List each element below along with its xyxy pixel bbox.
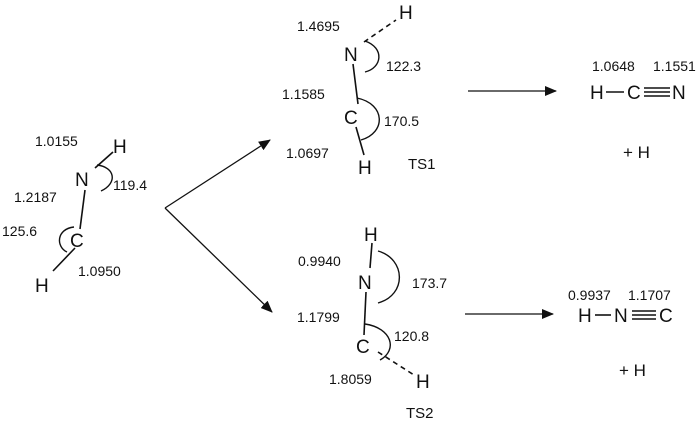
ts2-hnc-angle: 173.7	[412, 275, 447, 291]
reactant-h-top: H	[113, 137, 127, 158]
ts2-ncH-angle-arc	[364, 323, 391, 361]
reactant-hcn-angle: 125.6	[2, 223, 37, 239]
ts1-structure: H N C H 1.4695 122.3 1.1585 170.5 1.0697…	[282, 3, 436, 179]
ts2-h-dissociating: H	[416, 372, 430, 393]
reactant-c-atom: C	[70, 231, 84, 252]
ts1-c-atom: C	[344, 108, 358, 129]
reactant-hcn-angle-arc	[58, 226, 75, 253]
hcn-c-atom: C	[627, 83, 641, 104]
ts1-hnc-angle: 122.3	[386, 58, 421, 74]
reactant-cn-bond	[79, 189, 86, 230]
ts2-n-atom: N	[358, 273, 372, 294]
hcn-plus-h: + H	[623, 143, 650, 162]
ts1-hnc-angle-arc	[364, 40, 380, 73]
ts1-n-atom: N	[344, 45, 358, 66]
product-hcn: 1.0648 1.1551 H C N + H	[590, 58, 696, 162]
arrow-to-ts1	[164, 139, 271, 209]
ts1-nh-distance: 1.4695	[297, 18, 340, 34]
ts1-hcn-angle: 170.5	[384, 113, 419, 129]
reactant-molecule: H N C H 1.0155 1.2187 119.4 125.6 1.0950	[2, 133, 147, 297]
hnc-n-atom: N	[614, 306, 628, 327]
arrow-to-ts2	[164, 207, 273, 313]
ts2-cn-bond	[363, 291, 367, 336]
hcn-cn-bond-length: 1.1551	[653, 58, 696, 74]
reactant-ch-bond	[52, 247, 76, 272]
ts2-structure: H N C H 0.9940 173.7 1.1799 120.8 1.8059…	[297, 225, 447, 421]
reactant-ch-bond-length: 1.0950	[78, 263, 121, 279]
hnc-hn-bond-length: 0.9937	[568, 287, 611, 303]
reactant-h-bottom: H	[35, 276, 49, 297]
ts2-ncH-angle: 120.8	[394, 328, 429, 344]
ts2-cn-bond-length: 1.1799	[297, 309, 340, 325]
ts1-h-dissociating: H	[399, 3, 413, 24]
hcn-n-atom: N	[672, 83, 686, 104]
ts1-label: TS1	[408, 156, 436, 173]
hnc-nc-bond-length: 1.1707	[628, 287, 671, 303]
ts1-hcn-angle-arc	[356, 97, 380, 141]
reactant-cn-bond-length: 1.2187	[14, 189, 57, 205]
ts1-ch-bond	[355, 126, 365, 156]
ts1-cn-bond-length: 1.1585	[282, 86, 325, 102]
hnc-h-atom: H	[578, 306, 592, 327]
reactant-hnc-angle-arc	[96, 164, 113, 192]
hnc-plus-h: + H	[619, 361, 646, 380]
ts2-ch-dashed-bond	[377, 351, 415, 376]
ts1-nh-dashed-bond	[363, 19, 397, 43]
ts2-ch-distance: 1.8059	[329, 371, 372, 387]
ts2-h-on-n: H	[364, 225, 378, 246]
ts1-ch-bond-length: 1.0697	[286, 145, 329, 161]
hcn-ch-bond-length: 1.0648	[592, 58, 635, 74]
ts1-h-on-c: H	[358, 158, 372, 179]
ts2-label: TS2	[406, 405, 434, 421]
ts2-hnc-angle-arc	[377, 250, 401, 304]
ts2-nh-bond	[369, 242, 373, 269]
reactant-n-atom: N	[75, 170, 89, 191]
reactant-hnc-angle: 119.4	[113, 177, 147, 193]
ts2-nh-bond-length: 0.9940	[298, 253, 341, 269]
product-hnc: 0.9937 1.1707 H N C + H	[568, 287, 673, 380]
hnc-c-atom: C	[659, 306, 673, 327]
hcn-h-atom: H	[590, 83, 604, 104]
ts2-c-atom: C	[356, 337, 370, 358]
reactant-nh-bond-length: 1.0155	[35, 133, 78, 149]
